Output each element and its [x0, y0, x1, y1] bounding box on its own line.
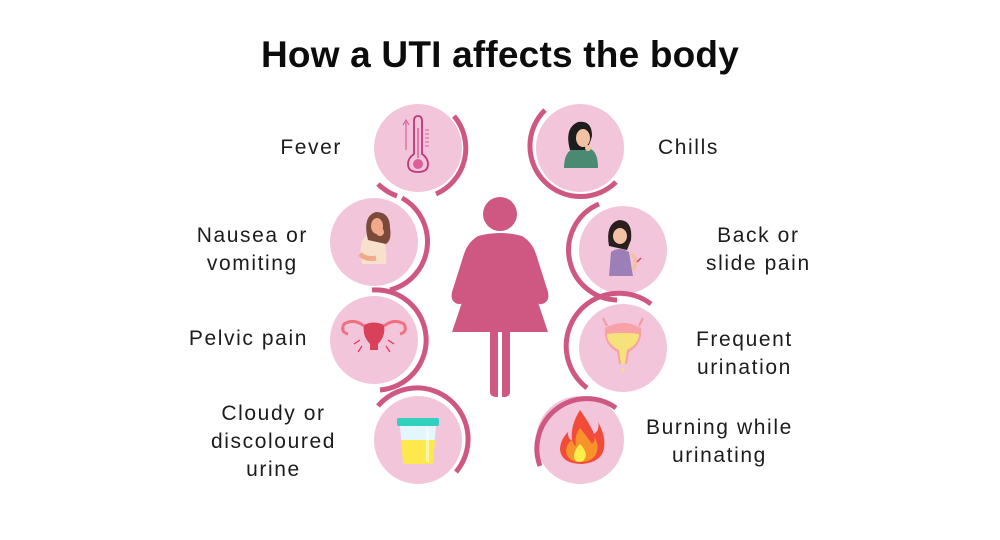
symptom-label-back-pain: Back or slide pain	[706, 224, 811, 275]
symptom-label-burning: Burning while urinating	[646, 416, 793, 467]
nausea-node	[314, 182, 434, 302]
fire-icon	[560, 410, 605, 464]
symptom-label-pelvic-pain: Pelvic pain	[188, 327, 308, 350]
chills-node	[520, 88, 640, 208]
woman-figure-icon	[450, 192, 550, 402]
woman-chills-icon	[564, 121, 598, 168]
symptom-label-fever: Fever	[280, 136, 342, 159]
page-title: How a UTI affects the body	[260, 34, 740, 75]
urine-cup-icon	[397, 418, 439, 464]
woman-nausea-icon	[358, 212, 391, 264]
pelvic-pain-node	[314, 280, 434, 400]
symptom-label-frequent-urination: Frequent urination	[696, 328, 793, 379]
uterus-icon	[341, 319, 407, 353]
bladder-icon	[602, 317, 644, 372]
frequent-urination-node	[563, 288, 683, 408]
fever-node	[358, 88, 478, 208]
symptom-label-nausea: Nausea or vomiting	[196, 224, 308, 275]
symptom-label-chills: Chills	[658, 136, 719, 159]
cloudy-urine-node	[358, 380, 478, 500]
burning-node	[520, 380, 640, 500]
woman-back-pain-icon	[608, 220, 642, 276]
thermometer-icon	[402, 115, 429, 173]
symptom-label-cloudy-urine: Cloudy or discoloured urine	[211, 402, 336, 481]
